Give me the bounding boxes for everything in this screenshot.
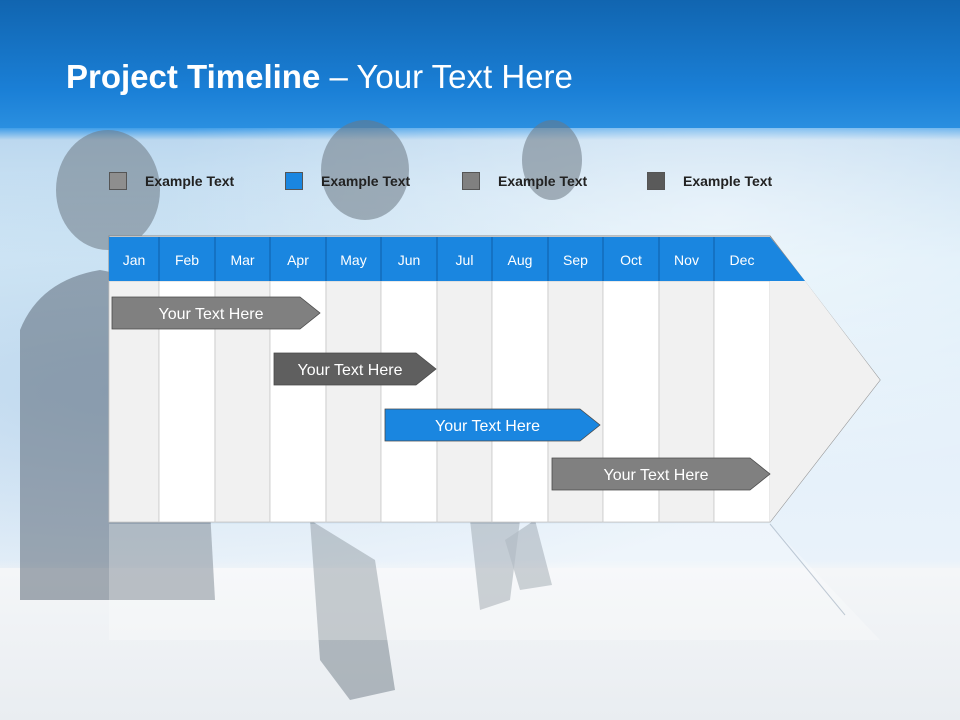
month-header-dividers: [158, 237, 715, 281]
legend-swatch-1: [109, 172, 127, 190]
month-label-mar: Mar: [230, 252, 254, 268]
month-label-feb: Feb: [175, 252, 199, 268]
task-bar-label-1: Your Text Here: [159, 306, 264, 323]
month-label-jul: Jul: [456, 252, 474, 268]
task-bar-2[interactable]: [273, 352, 437, 386]
legend-item-3: Example Text: [462, 171, 587, 191]
legend-item-2: Example Text: [285, 171, 410, 191]
title-bold: Project Timeline: [66, 58, 321, 95]
legend-swatch-2: [285, 172, 303, 190]
month-column-jul: [436, 280, 493, 523]
task-bar-1[interactable]: [111, 296, 321, 330]
legend-swatch-3: [462, 172, 480, 190]
month-label-jan: Jan: [123, 252, 146, 268]
task-bar-label-3: Your Text Here: [435, 418, 540, 435]
legend-label-4: Example Text: [683, 173, 773, 189]
legend-label-2: Example Text: [321, 173, 411, 189]
month-column-may: [325, 280, 382, 523]
month-header-row: [109, 237, 805, 281]
task-bar-label-2: Your Text Here: [298, 362, 403, 379]
month-column-aug: [491, 280, 549, 523]
legend-label-3: Example Text: [498, 173, 588, 189]
month-label-oct: Oct: [620, 252, 642, 268]
title-subtitle: – Your Text Here: [320, 58, 573, 95]
month-label-nov: Nov: [674, 252, 699, 268]
month-label-sep: Sep: [563, 252, 588, 268]
month-column-jun: [380, 280, 438, 523]
header-band: [0, 0, 960, 128]
month-label-aug: Aug: [508, 252, 533, 268]
reflection-edge: [769, 523, 846, 616]
task-bar-label-4: Your Text Here: [604, 467, 709, 484]
month-label-jun: Jun: [398, 252, 421, 268]
legend-label-1: Example Text: [145, 173, 235, 189]
task-bar-4[interactable]: [551, 457, 771, 491]
arrow-head-area: [770, 281, 880, 522]
task-bar-3[interactable]: [384, 408, 601, 442]
timeline-reflection: [109, 524, 880, 640]
page-title: Project Timeline – Your Text Here: [66, 58, 573, 96]
month-label-may: May: [340, 252, 366, 268]
legend-item-1: Example Text: [109, 171, 234, 191]
month-label-dec: Dec: [730, 252, 755, 268]
month-label-apr: Apr: [287, 252, 309, 268]
legend-item-4: Example Text: [647, 171, 772, 191]
month-labels: Jan Feb Mar Apr May Jun Jul Aug Sep Oct Nov Dec: [123, 252, 755, 268]
legend-swatch-4: [647, 172, 665, 190]
